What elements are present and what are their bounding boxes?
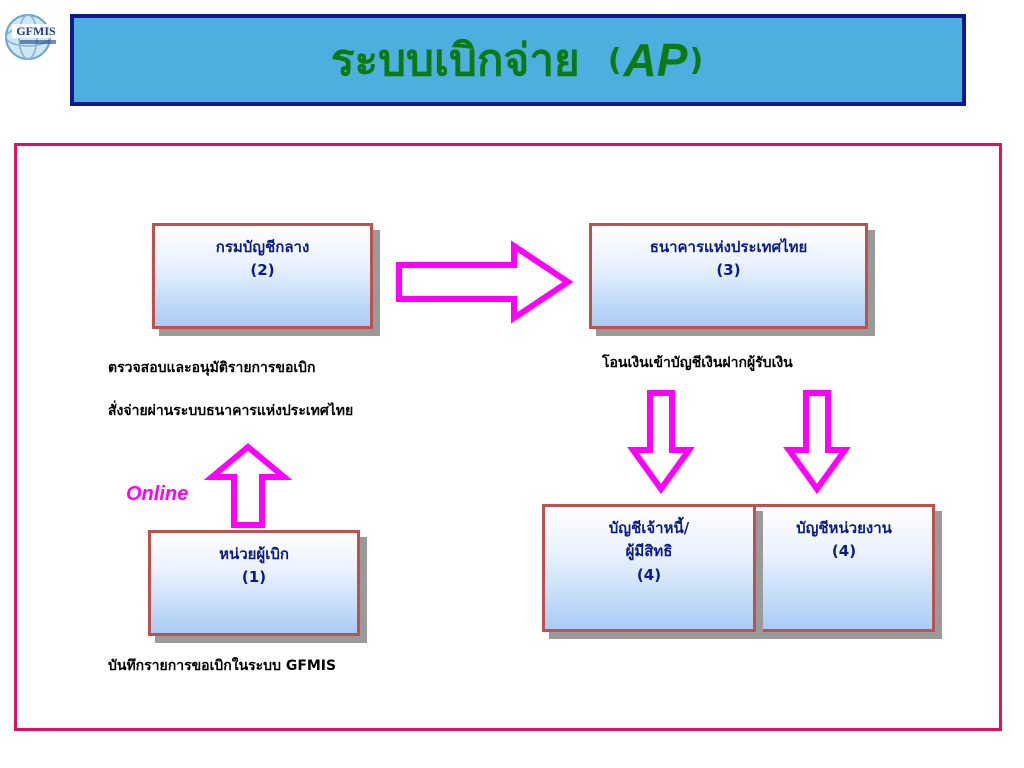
title-main: ระบบเบิกจ่าย: [330, 35, 580, 86]
title-acronym: AP: [623, 34, 688, 86]
arrow-up: [203, 443, 293, 528]
arrow-down-creditor: [627, 390, 695, 495]
caption-record: บันทึกรายการขอเบิกในระบบ GFMIS: [108, 658, 337, 674]
caption-transfer: โอนเงินเข้าบัญชีเงินฝากผู้รับเงิน: [602, 355, 793, 371]
box-comptroller: กรมบัญชีกลาง (2): [152, 223, 373, 329]
online-label: Online: [126, 483, 189, 505]
box-unit: หน่วยผู้เบิก (1): [148, 530, 360, 636]
box-comptroller-name: กรมบัญชีกลาง: [215, 238, 310, 256]
box-comptroller-num: (2): [250, 261, 275, 280]
box-agency: บัญชีหน่วยงาน (4): [753, 504, 935, 632]
diagram-frame: [14, 143, 1002, 731]
title-bar: ระบบเบิกจ่าย ( AP ): [70, 14, 966, 106]
box-creditor: บัญชีเจ้าหนี้/ ผู้มีสิทธิ (4): [542, 504, 756, 632]
box-bot: ธนาคารแห่งประเทศไทย (3): [589, 223, 868, 329]
arrow-right: [396, 240, 574, 324]
box-bot-name: ธนาคารแห่งประเทศไทย: [649, 238, 808, 256]
gfmis-logo: GFMIS: [5, 14, 60, 60]
title-close-paren: ): [689, 42, 704, 78]
title-open-paren: (: [607, 42, 622, 78]
box-unit-name: หน่วยผู้เบิก: [219, 545, 289, 563]
box-creditor-num: (4): [636, 565, 662, 584]
box-creditor-line1: บัญชีเจ้าหนี้/: [608, 519, 690, 537]
caption-order: สั่งจ่ายผ่านระบบธนาคารแห่งประเทศไทย: [108, 403, 354, 419]
box-agency-num: (4): [831, 542, 857, 561]
box-unit-num: (1): [241, 568, 267, 587]
box-creditor-line2: ผู้มีสิทธิ: [625, 542, 673, 561]
caption-verify: ตรวจสอบและอนุมัติรายการขอเบิก: [108, 360, 316, 376]
box-agency-name: บัญชีหน่วยงาน: [796, 519, 892, 537]
arrow-down-agency: [783, 390, 851, 495]
logo-text: GFMIS: [16, 24, 56, 38]
box-bot-num: (3): [716, 261, 741, 280]
